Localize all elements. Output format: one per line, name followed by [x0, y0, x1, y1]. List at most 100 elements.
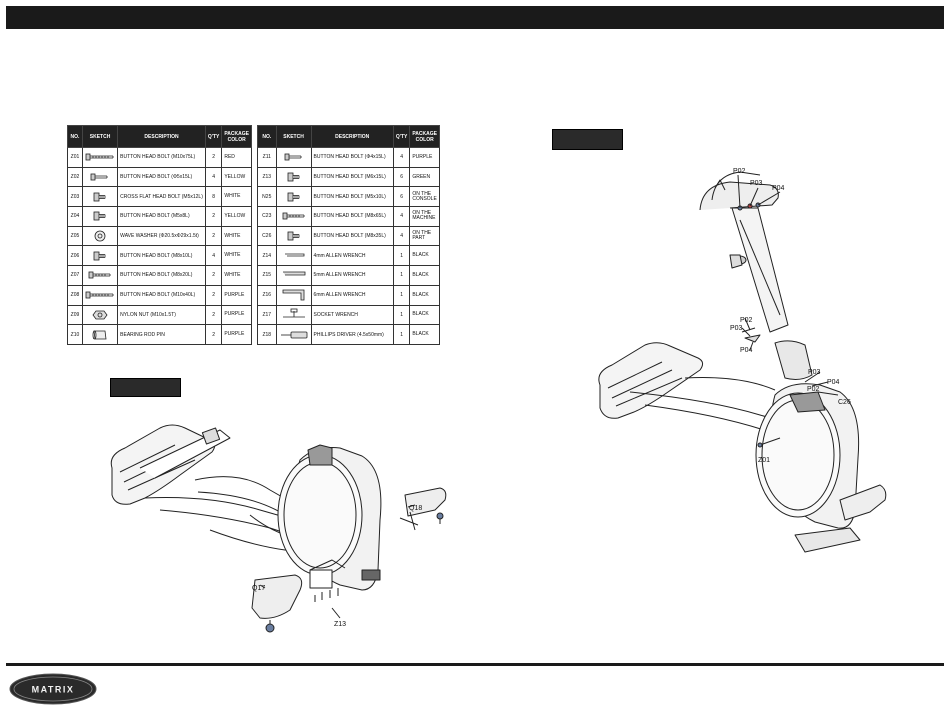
- part-number: Z10: [67, 324, 83, 345]
- stub-bolt-sketch-icon: [287, 172, 299, 182]
- part-number: Z09: [67, 304, 83, 326]
- part-sketch: [275, 166, 312, 188]
- package-color: RED: [221, 147, 252, 168]
- part-sketch: [81, 206, 119, 227]
- part-number: Z17: [257, 304, 277, 326]
- part-description: PHILLIPS DRIVER (4.5x50mm): [310, 324, 394, 345]
- stub-bolt-sketch-icon: [93, 251, 106, 261]
- package-color: PURPLE: [221, 304, 252, 326]
- part-description: BUTTON HEAD BOLT (M10x40L): [117, 284, 206, 306]
- package-color: PURPLE: [221, 324, 252, 345]
- col-sketch: SKETCH: [81, 125, 119, 148]
- callout-p02-low: P02: [807, 386, 820, 393]
- part-number: C23: [257, 206, 277, 227]
- part-number: Z04: [67, 206, 83, 227]
- part-sketch: [275, 284, 312, 306]
- part-quantity: 2: [204, 147, 223, 168]
- part-sketch: [275, 186, 312, 208]
- package-color: ON THE MACHINE: [409, 206, 440, 227]
- package-color: YELLOW: [221, 206, 252, 227]
- package-color: WHITE: [221, 225, 252, 247]
- part-sketch: [275, 206, 312, 227]
- part-description: BEARING ROD PIN: [117, 324, 206, 345]
- part-sketch: [275, 147, 312, 168]
- table-header-row: NO. SKETCH DESCRIPTION Q'TY PACKAGE COLO…: [67, 125, 252, 148]
- part-quantity: 1: [392, 304, 411, 326]
- long-bolt-sketch-icon: [85, 291, 114, 299]
- part-quantity: 2: [204, 284, 223, 306]
- assembly-drawing-left: Q18 Q17 Z13: [110, 424, 447, 633]
- part-sketch: [275, 304, 312, 326]
- package-color: WHITE: [221, 245, 252, 267]
- part-quantity: 2: [204, 265, 223, 286]
- hardware-table-left: NO. SKETCH DESCRIPTION Q'TY PACKAGE COLO…: [67, 125, 252, 345]
- callout-q17: Q17: [252, 585, 265, 592]
- package-color: BLACK: [409, 304, 440, 326]
- col-package-color: PACKAGE COLOR: [221, 125, 252, 148]
- callout-p04-mid: P04: [740, 347, 753, 354]
- col-description: DESCRIPTION: [310, 125, 394, 148]
- col-qty: Q'TY: [392, 125, 411, 148]
- callout-p04-low: P04: [827, 379, 840, 386]
- package-color: GREEN: [409, 166, 440, 188]
- part-number: N25: [257, 186, 277, 208]
- part-description: BUTTON HEAD BOLT (M8x10L): [117, 245, 206, 267]
- nut-sketch-icon: [92, 310, 108, 320]
- part-number: C26: [257, 225, 277, 247]
- part-sketch: [275, 265, 312, 286]
- part-quantity: 4: [204, 166, 223, 188]
- part-sketch: [81, 186, 119, 208]
- col-qty: Q'TY: [204, 125, 223, 148]
- stub-bolt-sketch-icon: [93, 212, 106, 221]
- part-description: SOCKET WRENCH: [310, 304, 394, 326]
- matrix-logo: MATRIX: [9, 673, 97, 705]
- part-description: NYLON NUT (M10x1.5T): [117, 304, 206, 326]
- part-number: Z13: [257, 166, 277, 188]
- part-number: Z01: [67, 147, 83, 168]
- col-sketch: SKETCH: [275, 125, 312, 148]
- part-number: Z16: [257, 284, 277, 306]
- part-number: Z06: [67, 245, 83, 267]
- header-bar: [6, 6, 944, 29]
- callout-p03-top: P03: [750, 180, 763, 187]
- part-description: 6mm ALLEN WRENCH: [310, 284, 394, 306]
- part-number: Z08: [67, 284, 83, 306]
- socket-sketch-icon: [282, 308, 305, 318]
- part-number: Z03: [67, 186, 83, 208]
- part-sketch: [81, 245, 119, 267]
- part-sketch: [81, 225, 119, 247]
- package-color: BLACK: [409, 265, 440, 286]
- part-quantity: 4: [392, 206, 411, 227]
- col-package-color: PACKAGE COLOR: [409, 125, 440, 148]
- part-description: BUTTON HEAD BOLT (M5x8L): [117, 206, 206, 227]
- part-sketch: [275, 225, 312, 247]
- callout-z13: Z13: [334, 621, 346, 628]
- pin-sketch-icon: [92, 330, 107, 339]
- part-number: Z07: [67, 265, 83, 286]
- part-sketch: [81, 147, 119, 168]
- part-quantity: 4: [392, 147, 411, 168]
- part-quantity: 6: [392, 186, 411, 208]
- package-color: PURPLE: [221, 284, 252, 306]
- logo-text: MATRIX: [32, 685, 75, 695]
- part-description: BUTTON HEAD BOLT (Φ5x15L): [117, 166, 206, 188]
- stub-bolt-sketch-icon: [93, 192, 106, 202]
- short-bolt-sketch-icon: [90, 173, 108, 181]
- part-sketch: [275, 245, 312, 267]
- allen-small-sketch-icon: [284, 253, 304, 257]
- package-color: WHITE: [221, 265, 252, 286]
- part-sketch: [81, 324, 119, 345]
